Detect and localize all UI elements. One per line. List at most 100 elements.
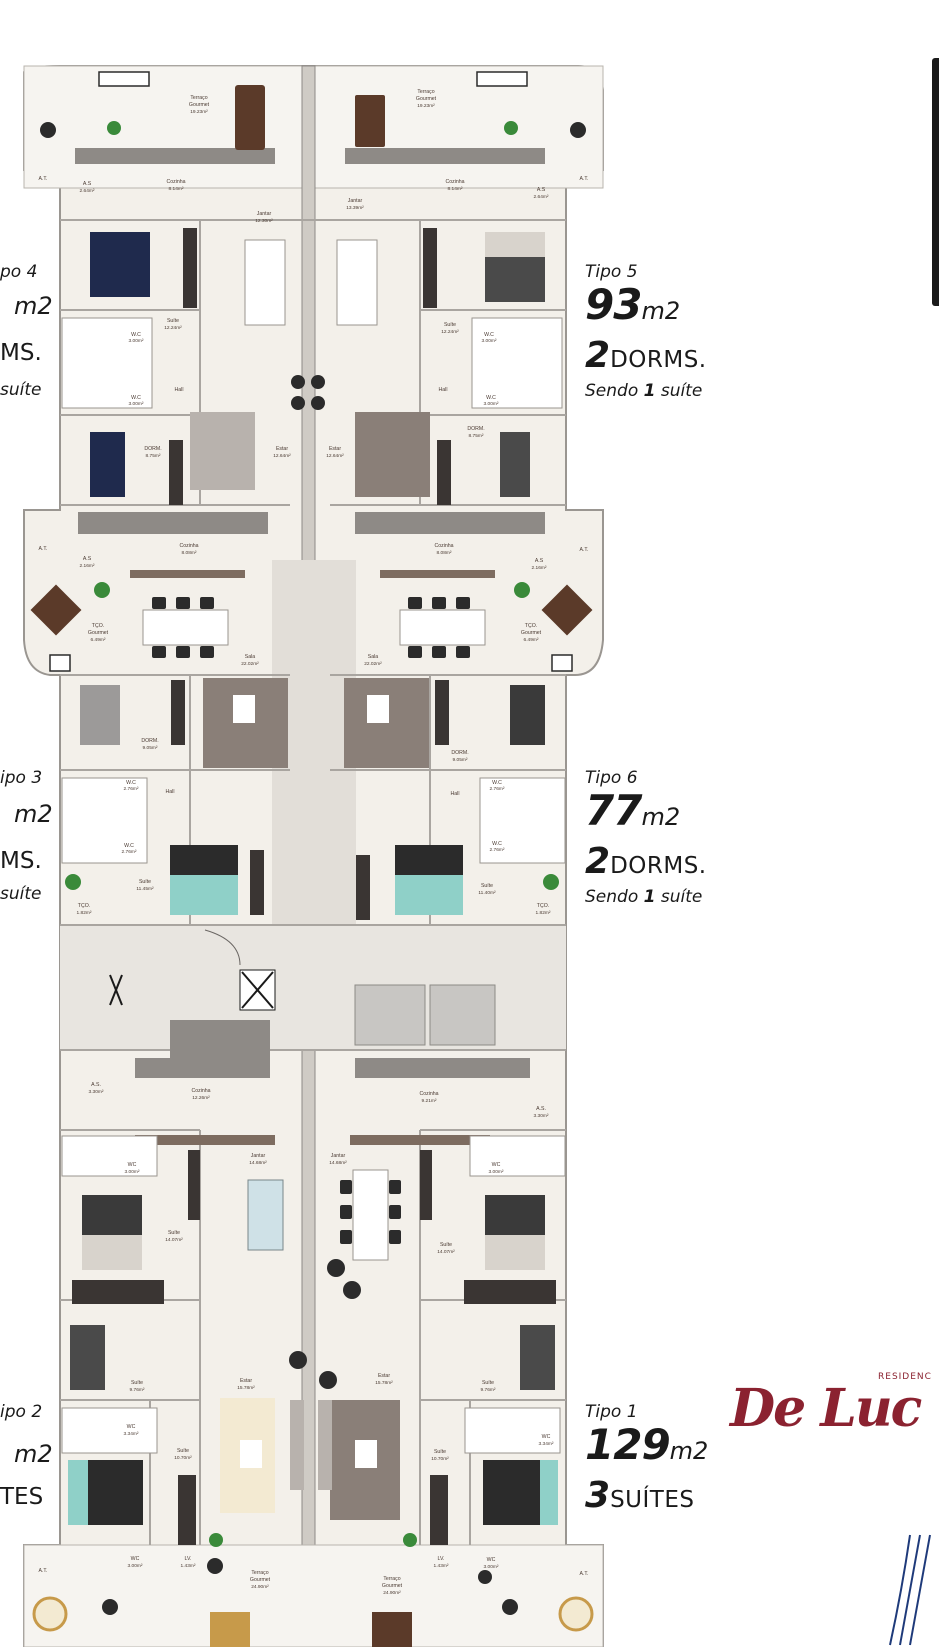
room-area: 9.76m² [481,1387,496,1393]
room-area: 15.78m² [237,1385,255,1391]
logo-script: De Luc [730,1378,922,1439]
logo-residence: RESIDENC [878,1372,932,1382]
room-label: WC [128,1162,137,1168]
room-label: Gourmet [250,1577,271,1583]
room-label: Estar [240,1378,252,1384]
room-area: 3.00m² [482,338,497,344]
room-area: 19.23m² [190,109,208,115]
brand-logo: RESIDENC De Luc [730,1372,939,1452]
room-label: A.S [537,187,546,193]
room-label: Gourmet [521,630,542,636]
room-area: 6.49m² [524,637,539,643]
room-area: 9.21m² [422,1098,437,1104]
room-label: Sala [245,654,255,660]
room-area: 12.64m² [273,453,291,459]
beds [68,232,558,1525]
room-label: Hall [175,387,184,393]
room-area: 2.76m² [124,786,139,792]
room-area: 3.34m² [124,1431,139,1437]
room-area: 12.26m² [192,1095,210,1101]
unit-bedrooms: 3SUÍTES [585,1475,695,1516]
room-area: 9.05m² [453,757,468,763]
room-area: 14.68m² [249,1160,267,1166]
room-label: Cozinha [445,179,464,185]
room-area: 2.64m² [80,188,95,194]
room-label: Terraço [190,95,207,101]
left-edge-tipo-4-suite: suíte [0,380,42,400]
left-edge-tipo-4-name: po 4 [0,262,38,282]
room-label: LV. [438,1556,445,1562]
room-label: Estar [378,1373,390,1379]
room-label: WC [131,1556,140,1562]
unit-tipo-1: Tipo 1 129m2 3SUÍTES [585,1402,708,1521]
room-area: 8.14m² [169,186,184,192]
room-label: Sala [368,654,378,660]
room-label: W.C [484,332,494,338]
unit-name: Tipo 5 [585,262,638,282]
ac-grilles [49,71,573,672]
room-area: 3.00m² [128,1563,143,1569]
room-label: W.C [131,395,141,401]
room-area: 2.16m² [532,565,547,571]
room-label: Jantar [257,211,272,217]
room-label: Suíte [131,1380,143,1386]
cut-off-bracket [932,58,939,306]
room-label: Cozinha [419,1091,438,1097]
room-label: Hall [451,791,460,797]
room-area: 14.68m² [329,1160,347,1166]
room-area: 8.75m² [146,453,161,459]
room-area: 8.14m² [448,186,463,192]
room-label: A.T. [39,176,48,182]
room-area: 10.70m² [174,1455,192,1461]
room-area: 15.78m² [375,1380,393,1386]
room-area: 10.70m² [431,1456,449,1462]
room-area: 2.76m² [490,786,505,792]
room-area: 12.24m² [441,329,459,335]
room-label: Terraço [383,1576,400,1582]
room-area: 12.24m² [164,325,182,331]
room-area: 22.02m² [364,661,382,667]
room-label: WC [542,1434,551,1440]
room-label: W.C [492,841,502,847]
bathrooms [61,317,566,1454]
room-label: WC [487,1557,496,1563]
room-area: 1.82m² [77,910,92,916]
room-area: 9.05m² [143,745,158,751]
room-area: 3.00m² [489,1169,504,1175]
room-label: Suíte [167,318,179,324]
room-area: 1.82m² [536,910,551,916]
room-area: 3.30m² [534,1113,549,1119]
unit-name: Tipo 1 [585,1402,638,1422]
logo-lines [889,1534,931,1646]
room-label: Cozinha [179,543,198,549]
room-label: Terraço [417,89,434,95]
room-label: TÇO. [525,623,537,629]
room-area: 3.00m² [484,401,499,407]
elevators [109,929,496,1046]
room-label: Gourmet [189,102,210,108]
room-area: 1.43m² [181,1563,196,1569]
room-label: Cozinha [434,543,453,549]
unit-area: 129m2 [585,1420,709,1469]
room-area: 2.16m² [80,563,95,569]
room-area: 14.07m² [437,1249,455,1255]
left-edge-tipo-3-suite: suíte [0,884,42,904]
left-edge-tipo-2-area: m2 [14,1440,53,1468]
room-area: 3.00m² [484,1564,499,1570]
room-area: 8.08m² [437,550,452,556]
left-edge-tipo-4-area: m2 [14,292,53,320]
room-label: A.S [83,556,92,562]
terrace-tables [30,584,594,1632]
room-area: 11.45m² [136,886,154,892]
room-area: 2.76m² [490,847,505,853]
room-label: DORM. [467,426,484,432]
room-label: LV. [185,1556,192,1562]
kitchen-counters [75,148,545,1145]
chairs [40,122,586,1615]
room-label: DORM. [141,738,158,744]
room-area: 3.00m² [125,1169,140,1175]
room-label: A.S. [91,1082,101,1088]
room-label: Gourmet [416,96,437,102]
unit-tipo-5: Tipo 5 93m2 2DORMS. Sendo 1 suíte [585,262,707,401]
